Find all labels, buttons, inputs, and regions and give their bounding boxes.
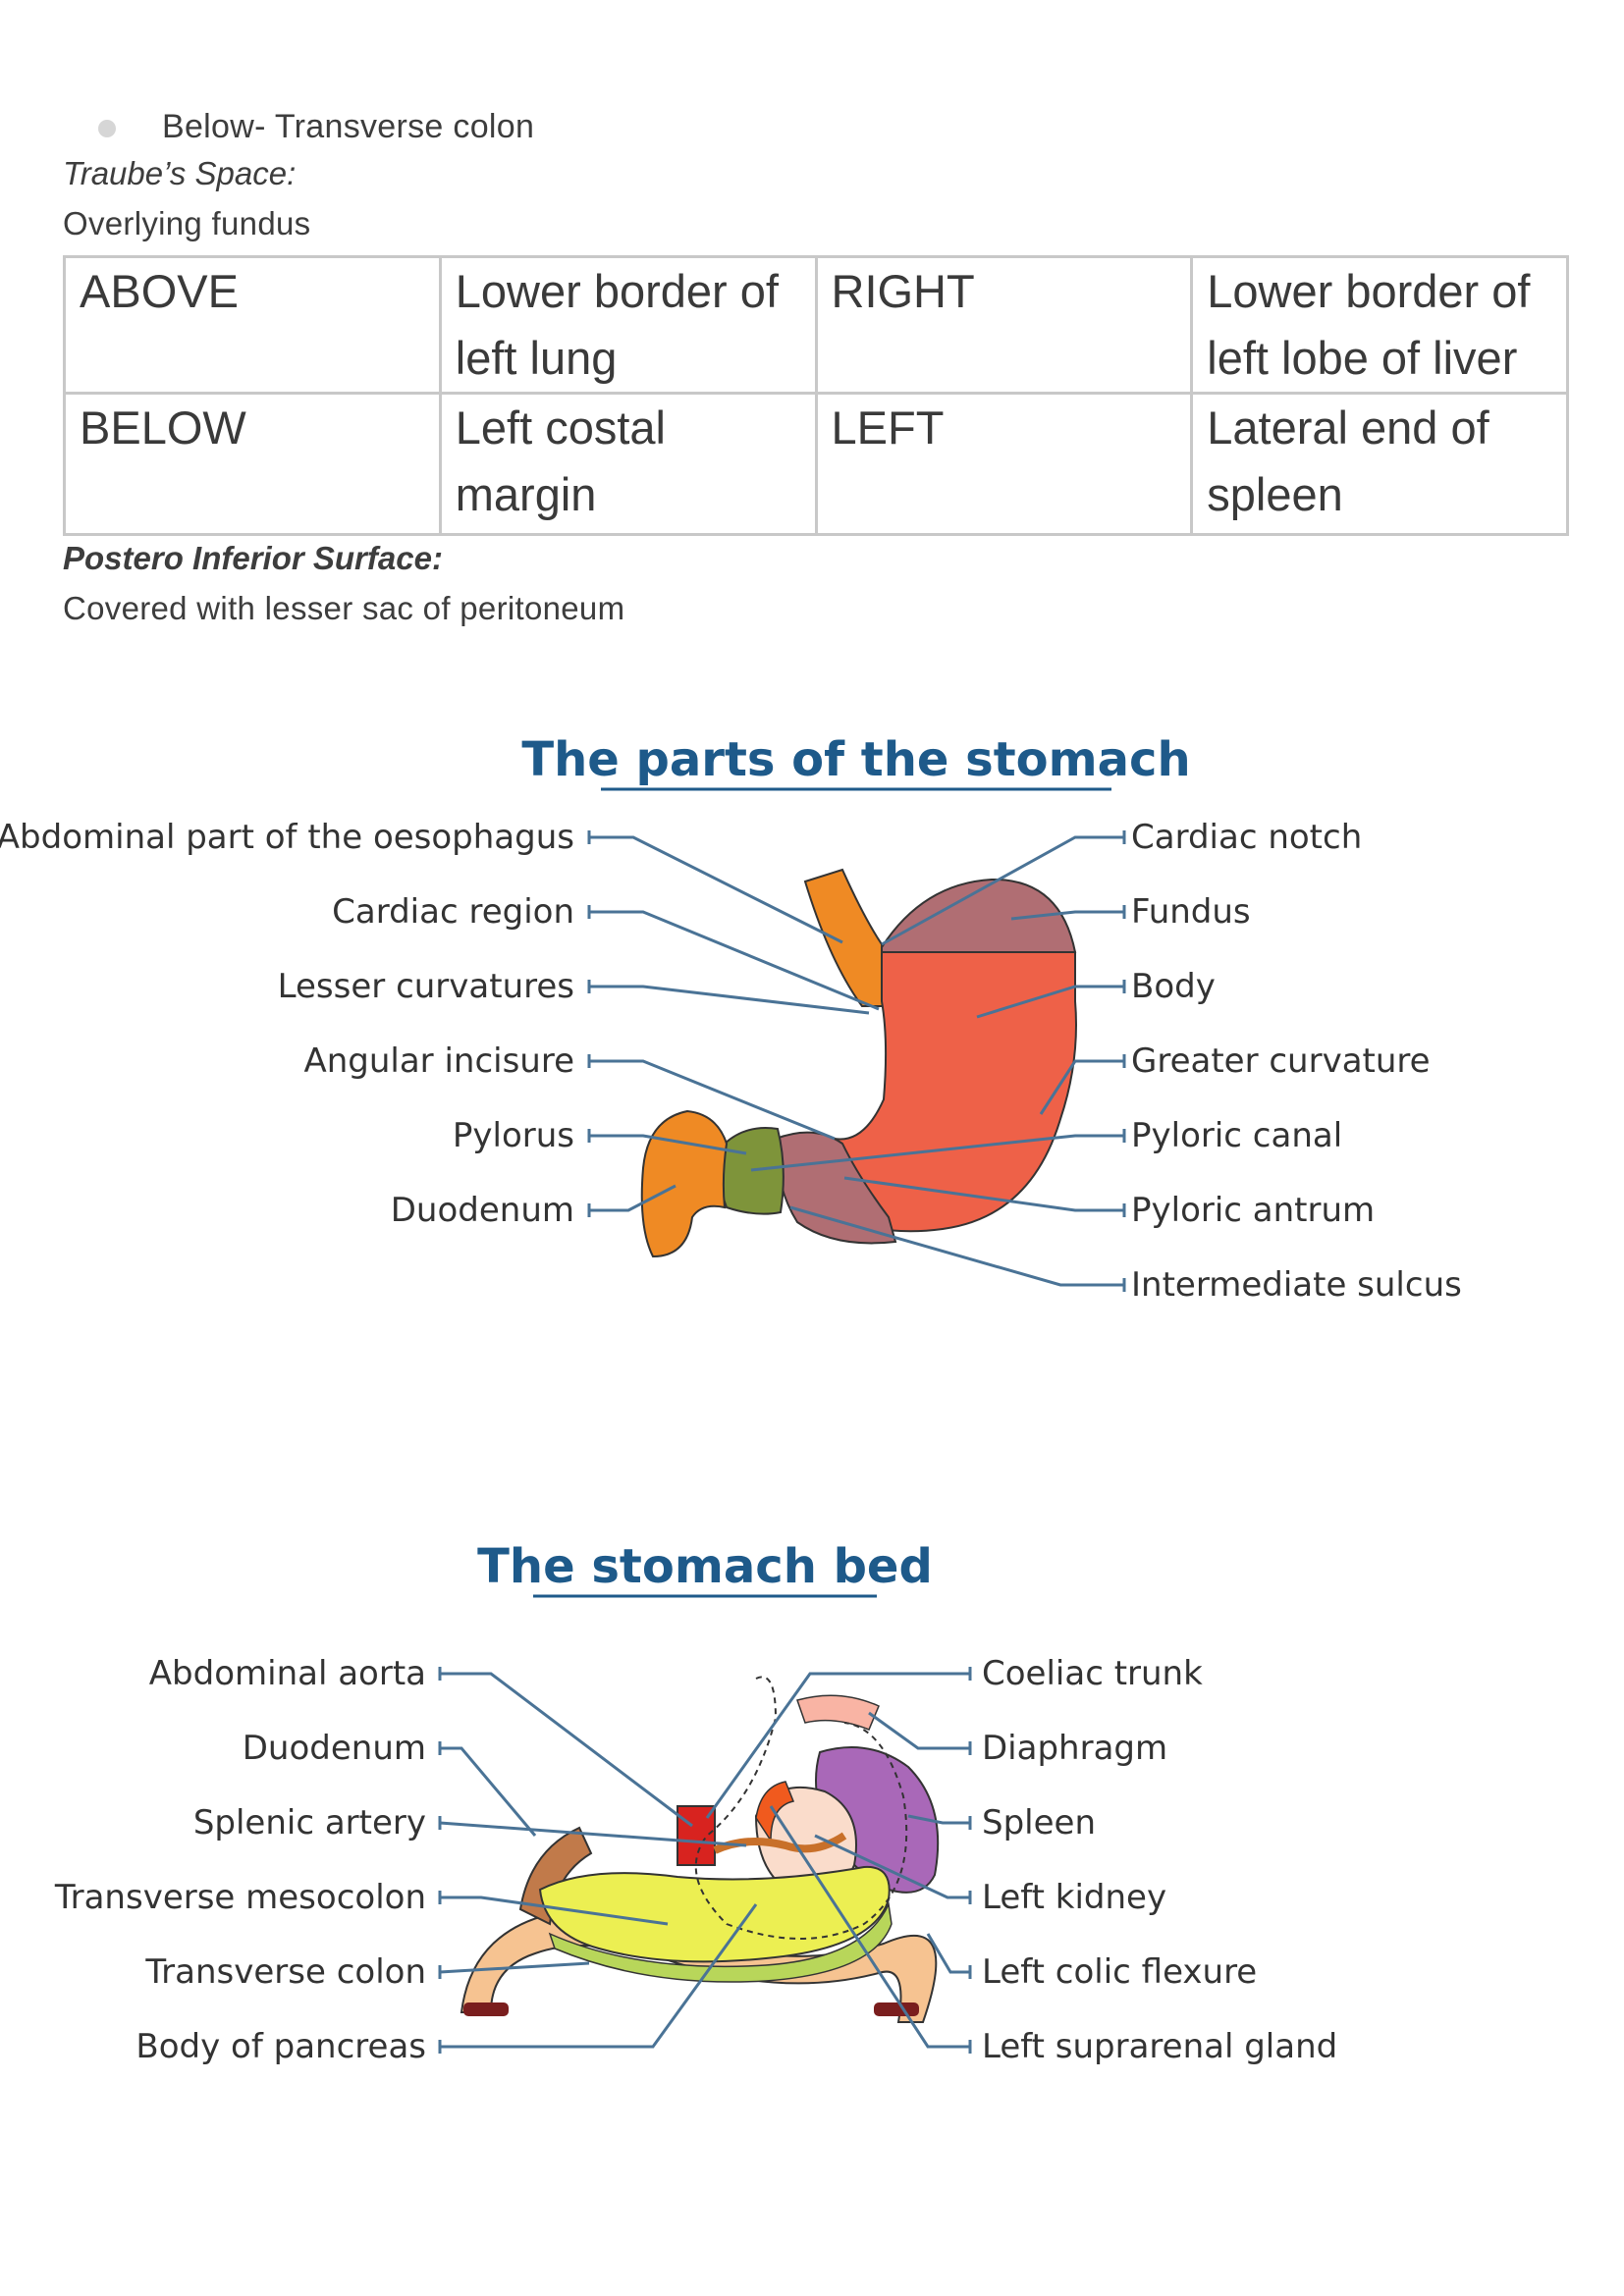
stomach-parts-title: The parts of the stomach bbox=[521, 732, 1190, 787]
stomach-bed-right-labels: Coeliac trunk Diaphragm Spleen Left kidn… bbox=[982, 1654, 1337, 2066]
table-row: ABOVE Lower border of left lung RIGHT Lo… bbox=[63, 255, 1569, 395]
duodenum-shape bbox=[640, 1109, 729, 1258]
label-coeliac-trunk: Coeliac trunk bbox=[982, 1654, 1203, 1693]
stomach-bed-illustration bbox=[460, 1676, 940, 2023]
label-greater-curvature: Greater curvature bbox=[1131, 1041, 1431, 1081]
fundus-shape bbox=[881, 878, 1077, 953]
stomach-bed-title: The stomach bed bbox=[477, 1539, 933, 1594]
stomach-parts-left-labels: Abdominal part of the oesophagus Cardiac… bbox=[0, 818, 574, 1230]
label-abdominal-aorta: Abdominal aorta bbox=[149, 1654, 426, 1693]
label-pylorus: Pylorus bbox=[453, 1116, 574, 1155]
traube-heading: Traube’s Space: bbox=[63, 155, 297, 191]
transverse-mesocolon-shape bbox=[548, 1901, 893, 1983]
label-left-colic-flexure: Left colic flexure bbox=[982, 1952, 1257, 1992]
traube-boundaries-table: ABOVE Lower border of left lung RIGHT Lo… bbox=[63, 255, 1569, 536]
stomach-parts-right-labels: Cardiac notch Fundus Body Greater curvat… bbox=[1131, 818, 1462, 1305]
stomach-bed-leader-lines bbox=[438, 1667, 972, 2054]
oesophagus-shape bbox=[803, 868, 886, 1007]
label-left-suprarenal-gland: Left suprarenal gland bbox=[982, 2027, 1337, 2066]
label-transverse-colon: Transverse colon bbox=[144, 1952, 426, 1992]
stomach-parts-leader-lines bbox=[587, 830, 1126, 1292]
label-body: Body bbox=[1131, 967, 1216, 1006]
diaphragm-shape bbox=[796, 1694, 880, 1731]
stomach-parts-diagram: The parts of the stomach Abdominal part … bbox=[0, 732, 1462, 1305]
label-splenic-artery: Splenic artery bbox=[193, 1803, 426, 1842]
label-left-kidney: Left kidney bbox=[982, 1878, 1166, 1917]
label-angular-incisure: Angular incisure bbox=[303, 1041, 574, 1081]
label-intermediate-sulcus: Intermediate sulcus bbox=[1131, 1265, 1462, 1305]
postero-heading: Postero Inferior Surface: bbox=[63, 540, 443, 576]
label-diaphragm: Diaphragm bbox=[982, 1729, 1167, 1768]
postero-text: Covered with lesser sac of peritoneum bbox=[63, 590, 625, 626]
table-cell: Lower border of left lung bbox=[438, 255, 818, 395]
label-cardiac-region: Cardiac region bbox=[332, 892, 574, 932]
label-body-of-pancreas: Body of pancreas bbox=[135, 2027, 426, 2066]
colon-end-right bbox=[874, 2002, 919, 2016]
stomach-bed-left-labels: Abdominal aorta Duodenum Splenic artery … bbox=[54, 1654, 426, 2066]
table-cell: RIGHT bbox=[814, 255, 1194, 395]
bullet-dot bbox=[98, 120, 116, 137]
label-fundus: Fundus bbox=[1131, 892, 1251, 932]
traube-subtitle: Overlying fundus bbox=[63, 205, 311, 241]
table-cell: BELOW bbox=[63, 392, 442, 536]
label-abdominal-oesophagus: Abdominal part of the oesophagus bbox=[0, 818, 574, 857]
label-lesser-curvatures: Lesser curvatures bbox=[278, 967, 574, 1006]
label-cardiac-notch: Cardiac notch bbox=[1131, 818, 1362, 857]
stomach-illustration bbox=[640, 868, 1077, 1258]
table-cell: ABOVE bbox=[63, 255, 442, 395]
stomach-outline-dashed bbox=[694, 1676, 908, 1940]
label-spleen: Spleen bbox=[982, 1803, 1096, 1842]
table-cell: LEFT bbox=[814, 392, 1194, 536]
table-cell: Left costal margin bbox=[438, 392, 818, 536]
table-cell: Lower border of left lobe of liver bbox=[1190, 255, 1569, 395]
label-transverse-mesocolon: Transverse mesocolon bbox=[54, 1878, 426, 1917]
label-pyloric-antrum: Pyloric antrum bbox=[1131, 1191, 1375, 1230]
table-row: BELOW Left costal margin LEFT Lateral en… bbox=[63, 392, 1569, 536]
label-pyloric-canal: Pyloric canal bbox=[1131, 1116, 1342, 1155]
stomach-bed-diagram: The stomach bed Abdominal aorta Duodenum… bbox=[54, 1539, 1337, 2066]
label-duodenum: Duodenum bbox=[391, 1191, 574, 1230]
label-duodenum: Duodenum bbox=[243, 1729, 426, 1768]
table-cell: Lateral end of spleen bbox=[1190, 392, 1569, 536]
bullet-text: Below- Transverse colon bbox=[162, 108, 535, 145]
colon-end-left bbox=[463, 2002, 509, 2016]
